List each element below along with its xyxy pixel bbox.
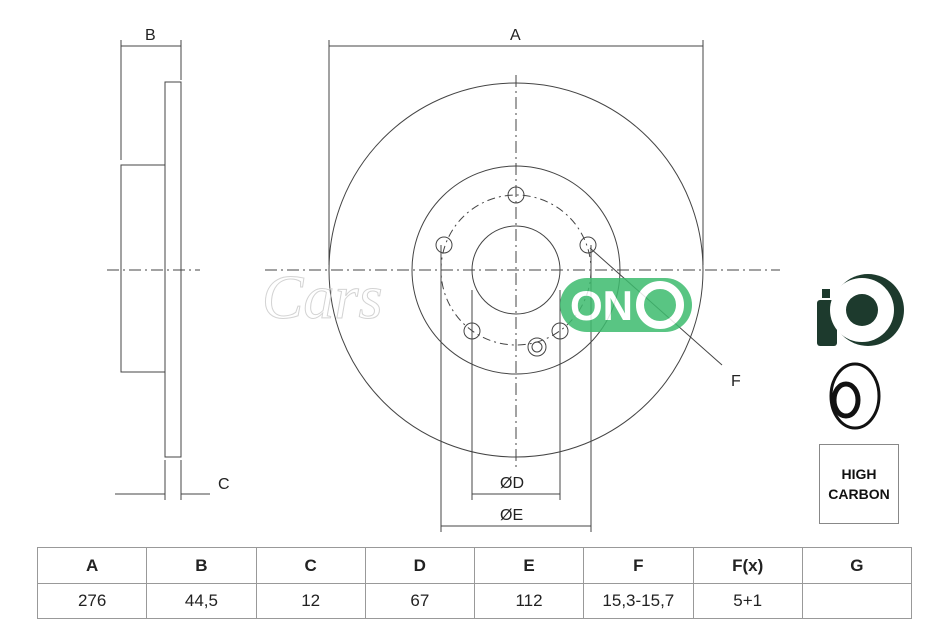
disc-icon (829, 362, 881, 430)
dim-label-b: B (145, 27, 156, 44)
header-cell: C (255, 547, 366, 584)
svg-text:ON: ON (570, 282, 633, 329)
value-cell (801, 583, 913, 619)
value-cell: 5+1 (692, 583, 803, 619)
dim-label-e: ØE (500, 507, 523, 524)
dim-label-a: A (510, 27, 521, 44)
dim-label-f: F (731, 373, 741, 390)
value-cell: 12 (255, 583, 366, 619)
value-cell: 276 (36, 583, 148, 619)
header-cell: A (36, 547, 148, 584)
dimensions-table: A B C D E F F(x) G 276 44,5 12 67 112 15… (36, 547, 913, 619)
table-row: 276 44,5 12 67 112 15,3-15,7 5+1 (36, 583, 913, 619)
dim-label-c: C (218, 476, 230, 493)
dim-label-d: ØD (500, 475, 524, 492)
header-cell: E (473, 547, 585, 584)
header-cell: D (364, 547, 475, 584)
value-cell: 112 (473, 583, 585, 619)
value-cell: 15,3-15,7 (583, 583, 694, 619)
coated-disc-spray-icon (817, 274, 904, 346)
value-cell: 44,5 (146, 583, 257, 619)
side-view (107, 40, 210, 500)
header-cell: B (146, 547, 257, 584)
header-cell: F(x) (692, 547, 803, 584)
badge-line2: CARBON (828, 486, 890, 502)
header-cell: F (583, 547, 694, 584)
badge-line1: HIGH (841, 466, 877, 482)
value-cell: 67 (364, 583, 475, 619)
table-header-row: A B C D E F F(x) G (36, 547, 913, 584)
watermark-logo: Cars ON (262, 264, 692, 333)
header-cell: G (801, 547, 913, 584)
svg-text:Cars: Cars (262, 264, 383, 332)
high-carbon-badge: HIGH CARBON (819, 444, 899, 524)
